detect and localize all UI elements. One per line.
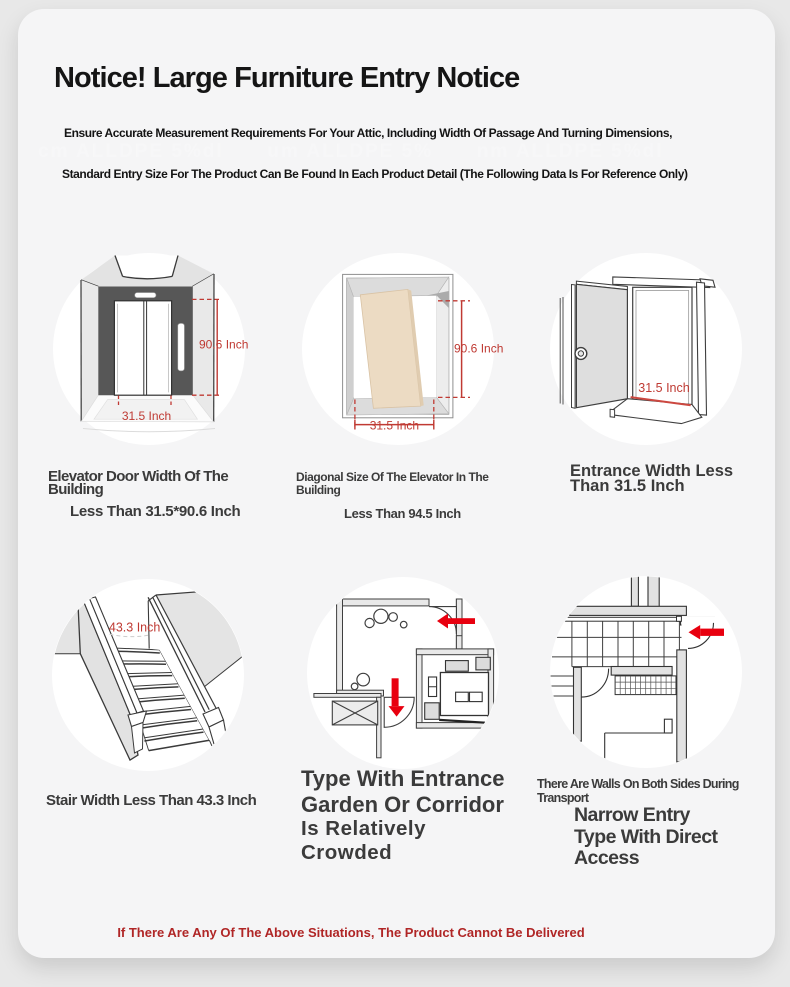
svg-text:31.5 Inch: 31.5 Inch [638, 381, 689, 395]
svg-text:31.5 Inch: 31.5 Inch [122, 409, 171, 423]
svg-text:43.3 Inch: 43.3 Inch [109, 620, 160, 634]
svg-text:31.5 Inch: 31.5 Inch [370, 419, 419, 433]
svg-text:90.6 Inch: 90.6 Inch [454, 342, 503, 356]
svg-text:90.6 Inch: 90.6 Inch [199, 338, 248, 352]
